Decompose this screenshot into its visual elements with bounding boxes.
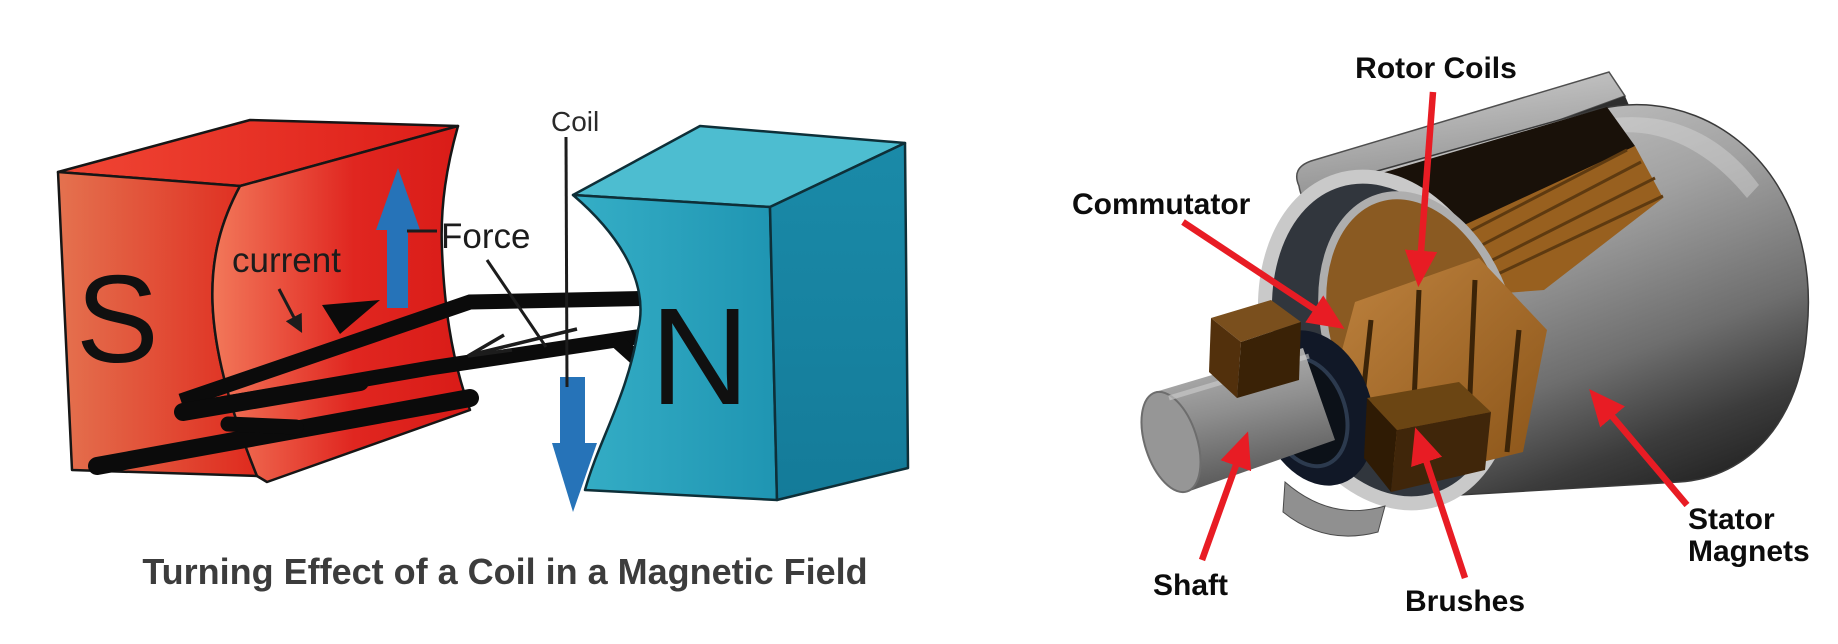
brush-upper-top bbox=[1211, 300, 1301, 342]
return-current-arrow-line bbox=[469, 327, 578, 357]
rotor-coils-label: Rotor Coils bbox=[1355, 52, 1517, 85]
stator-magnets-label: Stator Magnets bbox=[1688, 503, 1810, 568]
left-diagram: S N bbox=[56, 106, 910, 592]
stator-magnets-label-line1: Stator bbox=[1688, 503, 1775, 536]
coil-upper-wire bbox=[178, 289, 715, 409]
force-arrow-up-shaft bbox=[387, 226, 408, 308]
rotor-coils-pointer bbox=[1404, 91, 1438, 288]
current-label: current bbox=[232, 241, 341, 280]
brush-lower-top bbox=[1367, 382, 1491, 430]
return-current-arrowhead bbox=[467, 333, 513, 358]
current-direction-arrowhead bbox=[322, 300, 380, 334]
current-pointer-line bbox=[277, 288, 303, 333]
stator-magnets-pointer bbox=[1589, 389, 1690, 508]
brush-upper-front bbox=[1209, 318, 1241, 398]
north-magnet bbox=[571, 124, 910, 502]
coil-lead-a bbox=[174, 373, 369, 421]
brushes-label: Brushes bbox=[1405, 585, 1525, 618]
housing-bottom-lip bbox=[1282, 480, 1386, 537]
force-arrow-down-head bbox=[552, 443, 597, 512]
north-magnet-side-face bbox=[768, 141, 910, 502]
south-pole-letter: S bbox=[76, 251, 159, 389]
coil-lead-stub bbox=[220, 416, 304, 435]
stator-magnets-label-line2: Magnets bbox=[1688, 535, 1810, 568]
brushes-pointer bbox=[1411, 427, 1469, 580]
commutator-label: Commutator bbox=[1072, 188, 1251, 221]
force-arrow-up bbox=[376, 168, 420, 308]
coil-pointer-line bbox=[564, 136, 569, 388]
annotation-lines bbox=[277, 136, 578, 388]
left-diagram-caption: Turning Effect of a Coil in a Magnetic F… bbox=[142, 551, 867, 592]
right-diagram: Rotor Coils Commutator Shaft Brushes Sta… bbox=[1072, 52, 1810, 618]
pointer-arrows bbox=[1181, 91, 1690, 580]
force-arrow-up-head bbox=[376, 168, 420, 230]
brush-upper bbox=[1209, 300, 1301, 398]
force-arrow-down bbox=[552, 377, 597, 512]
force-label: Force bbox=[441, 217, 530, 256]
commutator-pointer bbox=[1181, 219, 1345, 330]
shaft-label: Shaft bbox=[1153, 569, 1228, 602]
north-magnet-front-face bbox=[571, 193, 779, 502]
brush-upper-side bbox=[1237, 322, 1301, 398]
force-arrow-down-shaft bbox=[560, 377, 585, 445]
coil-label: Coil bbox=[551, 106, 599, 137]
shaft-pointer bbox=[1198, 431, 1252, 562]
shaft-end-cap bbox=[1140, 390, 1202, 494]
force-pointer-line bbox=[485, 259, 548, 348]
brush-lower-front bbox=[1364, 398, 1397, 492]
north-pole-letter: N bbox=[650, 280, 750, 434]
